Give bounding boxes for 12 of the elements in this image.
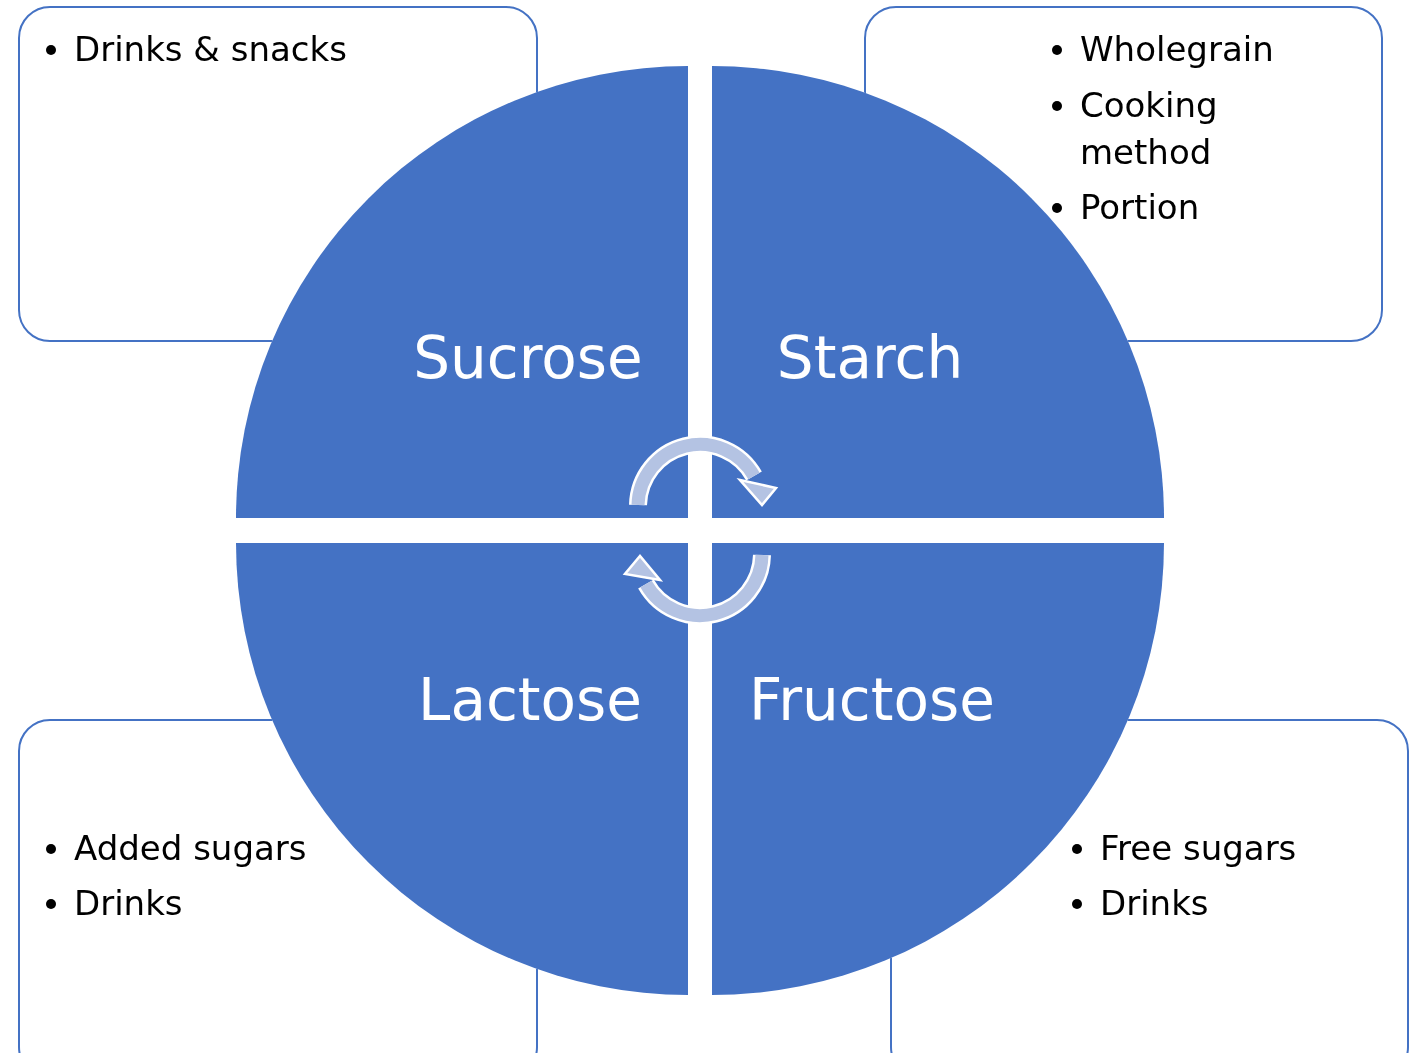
list-item: Drinks bbox=[1100, 882, 1209, 925]
quadrant-label: Sucrose bbox=[413, 324, 643, 392]
list-item: Drinks bbox=[74, 882, 183, 925]
list-item: Free sugars bbox=[1100, 827, 1297, 870]
list-item: Drinks & snacks bbox=[74, 28, 347, 71]
list-item: Added sugars bbox=[74, 827, 307, 870]
list-item: Portion bbox=[1080, 186, 1200, 229]
quadrant-label: Lactose bbox=[418, 666, 642, 734]
quadrant-label: Starch bbox=[776, 324, 964, 392]
list-item: Cooking method bbox=[1080, 84, 1219, 174]
list-item: Wholegrain bbox=[1080, 28, 1274, 71]
quadrant-label: Fructose bbox=[749, 666, 995, 734]
